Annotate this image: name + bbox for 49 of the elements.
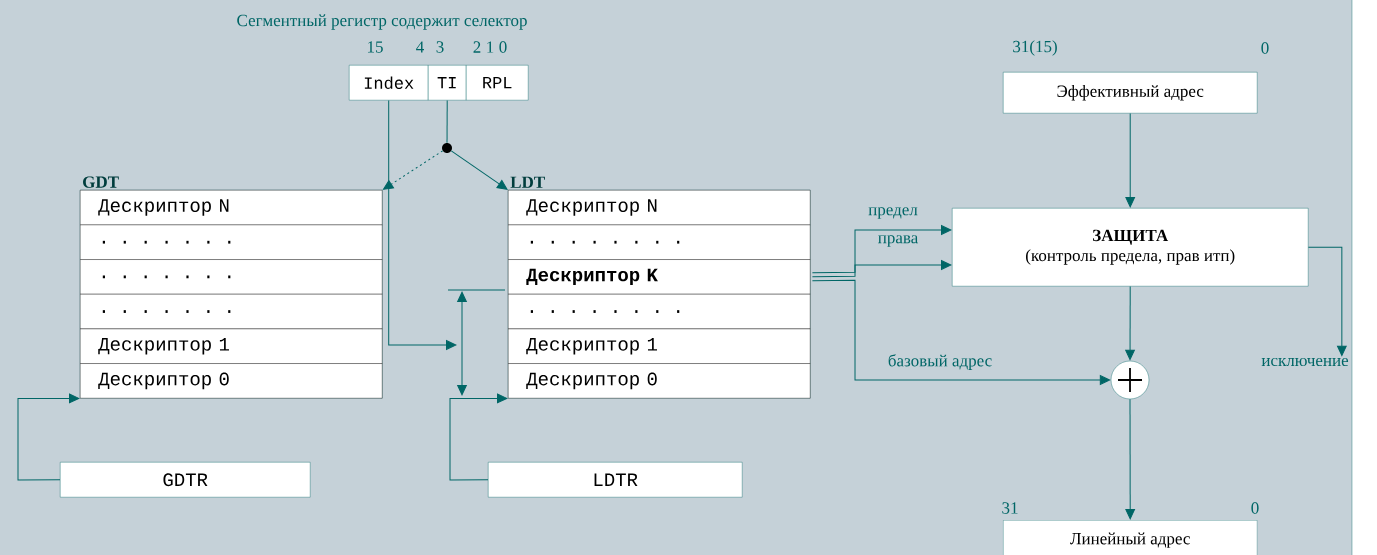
- arrow: [811, 260, 952, 278]
- node-label: GDT: [83, 176, 119, 188]
- selector-field: RPL: [466, 65, 529, 101]
- bit-number: 0: [499, 41, 507, 53]
- bit-number: 15: [368, 41, 383, 53]
- table-row: Дескриптор N: [80, 190, 383, 226]
- bit-number: 31: [1002, 502, 1018, 514]
- table-row: . . . . . . . .: [508, 224, 811, 260]
- bit-number: 0: [1261, 42, 1269, 54]
- bit-number: 0: [1251, 502, 1259, 514]
- bit-number: 2: [473, 41, 481, 53]
- adder-symbol: [1110, 360, 1150, 400]
- table-row: Дескриптор 0: [508, 363, 811, 399]
- arrow: [811, 225, 952, 274]
- arrow: [449, 393, 508, 481]
- table-row: Дескриптор 1: [508, 328, 811, 364]
- exception-text: исключение: [1261, 357, 1349, 367]
- bit-number: 4: [416, 41, 424, 53]
- bit-number: 31(15): [1013, 40, 1057, 56]
- table-row: . . . . . . .: [80, 259, 383, 295]
- arrow: [17, 393, 80, 481]
- register-box: Эффективный адрес: [1003, 72, 1258, 114]
- bit-number: 1: [487, 41, 494, 53]
- bit-number: 3: [436, 41, 444, 53]
- arrow: [1125, 398, 1136, 520]
- arrow: [811, 279, 1111, 385]
- edge-label: базовый адрес: [886, 353, 994, 371]
- table-row: . . . . . . .: [80, 294, 383, 330]
- register-box: GDTR: [60, 462, 311, 498]
- register-box: LDTR: [488, 462, 743, 498]
- arrow: [1125, 112, 1136, 208]
- table-row: Дескриптор 0: [80, 363, 383, 399]
- diagram-title: Сегментный регистр содержит селектор: [237, 14, 527, 30]
- protection-box: ЗАЩИТА (контроль предела, прав итп): [952, 208, 1309, 287]
- edge-label: предел: [867, 206, 919, 220]
- table-row: Дескриптор 1: [80, 328, 383, 364]
- arrow: [1307, 246, 1347, 356]
- selector-field: TI: [428, 65, 467, 101]
- arrow: [382, 150, 444, 190]
- arrow: [450, 150, 508, 190]
- table-row: Дескриптор K: [508, 259, 811, 295]
- register-box: Линейный адрес: [1003, 520, 1258, 555]
- arrow: [388, 99, 457, 350]
- table-row: . . . . . . .: [80, 224, 383, 260]
- table-row: Дескриптор N: [508, 190, 811, 226]
- node-label: LDT: [510, 176, 545, 188]
- arrow: [1125, 285, 1135, 361]
- table-row: . . . . . . . .: [508, 294, 811, 330]
- edge-label: права: [876, 234, 920, 248]
